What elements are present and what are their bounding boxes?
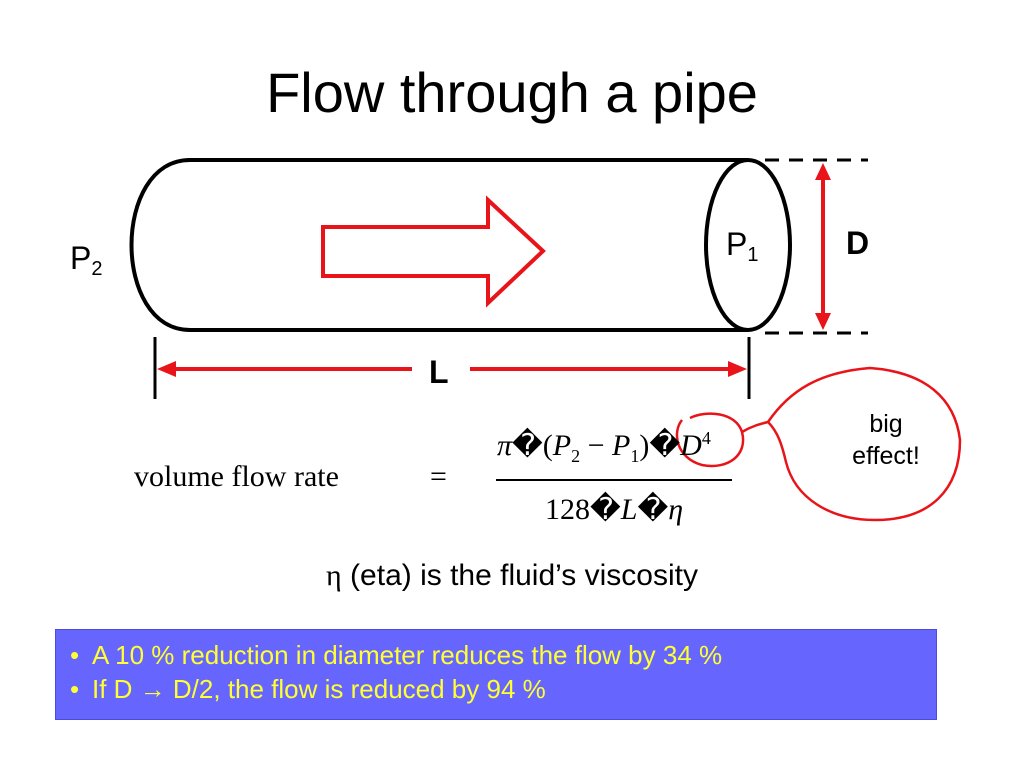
callout-connector [741, 420, 769, 434]
flow-arrow [321, 195, 546, 308]
length-label: L [429, 354, 449, 390]
eta-symbol: η [326, 559, 342, 592]
callout-line1: big [869, 410, 903, 438]
bullet-box: •A 10 % reduction in diameter reduces th… [55, 629, 937, 720]
viscosity-note-text: (eta) is the fluid’s viscosity [341, 559, 698, 592]
pipe-end-ellipse [704, 158, 792, 332]
formula-numerator: π�(P2 − P1)�D4 [497, 428, 711, 466]
formula-denominator: 128�L�η [545, 493, 684, 526]
formula-lhs: volume flow rate [134, 460, 339, 493]
bullet-item: •A 10 % reduction in diameter reduces th… [70, 640, 723, 670]
formula-equals: = [430, 460, 447, 493]
bullet-item: •If D → D/2, the flow is reduced by 94 % [70, 674, 546, 704]
p2-label: P2 [70, 240, 103, 280]
highlight-circle [675, 412, 745, 468]
diameter-label: D [846, 225, 870, 261]
callout-bubble [766, 366, 962, 522]
callout-line2: effect! [852, 442, 920, 470]
p1-label: P1 [726, 226, 759, 266]
pipe-body [129, 158, 748, 332]
slide-title: Flow through a pipe [266, 61, 758, 124]
callout-text: big effect! [826, 408, 946, 472]
viscosity-note: η (eta) is the fluid’s viscosity [0, 556, 1024, 596]
